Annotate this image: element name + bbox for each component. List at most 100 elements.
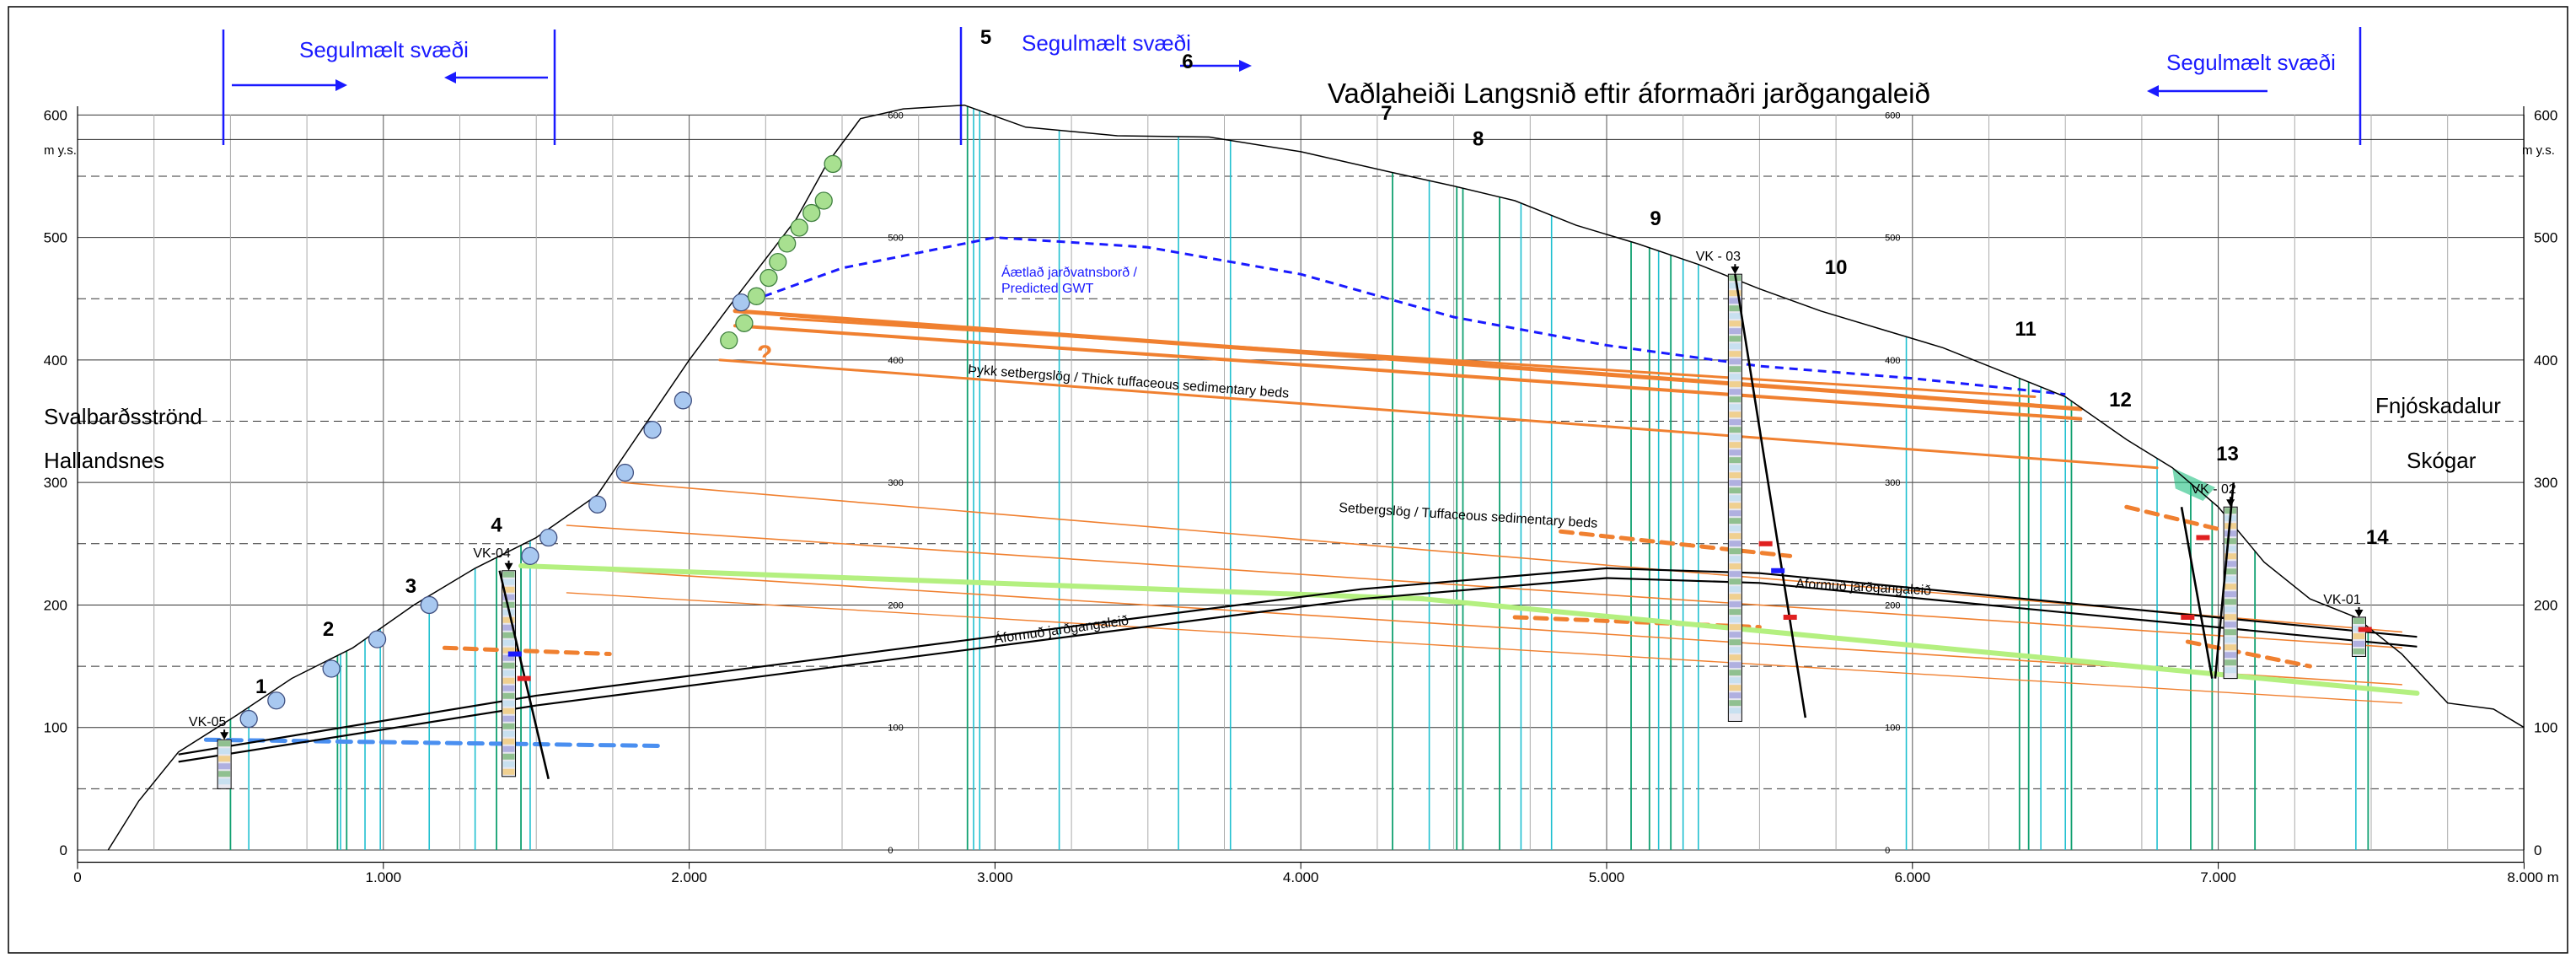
borehole-segment — [1729, 685, 1741, 691]
borehole-segment — [1729, 692, 1741, 699]
inner-scale-label: 200 — [1885, 600, 1900, 611]
outcrop-circle-green — [769, 253, 787, 272]
borehole-segment — [1729, 298, 1741, 304]
outcrop-circle-blue — [267, 691, 286, 710]
dashed-bed-mid-1 — [1559, 529, 1793, 558]
y-tick-label-right: 0 — [2534, 842, 2541, 858]
outcrop-circle-green — [802, 203, 821, 223]
borehole-segment — [502, 624, 515, 631]
borehole-segment — [1729, 601, 1741, 608]
inner-scale-label: 400 — [1885, 356, 1900, 366]
borehole-segment — [502, 639, 515, 646]
profile-number-10: 10 — [1825, 256, 1848, 279]
dashed-bed-west — [442, 645, 612, 657]
y-tick-label-right: 500 — [2534, 230, 2557, 246]
zone3-arrowhead-left — [2147, 85, 2159, 97]
borehole-segment — [1729, 525, 1741, 532]
borehole-arrowhead — [2354, 609, 2364, 617]
borehole-segment — [2224, 637, 2237, 643]
borehole-segment — [1729, 654, 1741, 661]
borehole-segment — [2353, 632, 2365, 639]
profile-number-5: 5 — [980, 26, 991, 49]
borehole-segment — [218, 740, 231, 747]
terrain-profile — [107, 104, 2525, 851]
borehole-segment — [2353, 617, 2365, 624]
x-tick-label: 0 — [73, 869, 81, 885]
borehole-marker — [2196, 535, 2210, 541]
fault-line — [2214, 482, 2235, 679]
borehole-segment — [2224, 599, 2237, 605]
chart-title: Vaðlaheiði Langsnið eftir áformaðri jarð… — [1328, 78, 1930, 109]
borehole-segment — [502, 647, 515, 654]
borehole-segment — [1729, 563, 1741, 570]
borehole-label: VK-05 — [189, 715, 227, 729]
outcrop-circle-blue — [420, 595, 438, 615]
borehole-segment — [1729, 487, 1741, 494]
outcrop-circle-green — [790, 218, 808, 237]
borehole-segment — [2224, 561, 2237, 568]
borehole-segment — [1729, 389, 1741, 395]
borehole-segment — [1729, 404, 1741, 411]
inner-scale-label: 300 — [888, 478, 903, 488]
borehole-segment — [502, 738, 515, 745]
water-level-west — [203, 737, 661, 749]
borehole-segment — [218, 763, 231, 770]
borehole-segment — [1729, 381, 1741, 388]
profile-number-12: 12 — [2109, 389, 2132, 412]
gwt-label-line2: Predicted GWT — [1001, 282, 1094, 296]
borehole-segment — [2224, 546, 2237, 552]
borehole-segment — [1729, 434, 1741, 441]
zone1-label: Segulmælt svæði — [299, 37, 469, 62]
dashed-bed-east — [2124, 504, 2221, 531]
outcrop-circles — [239, 154, 842, 729]
y-unit-left: m y.s. — [44, 143, 77, 158]
borehole-segment — [2224, 621, 2237, 628]
outcrop-circle-blue — [368, 630, 387, 648]
borehole-segment — [502, 761, 515, 767]
borehole-segment — [502, 616, 515, 623]
inner-scale-label: 600 — [888, 110, 903, 121]
profile-number-8: 8 — [1473, 128, 1484, 151]
borehole-arrowhead — [504, 562, 513, 571]
borehole-segment — [1729, 336, 1741, 342]
borehole-segment — [502, 700, 515, 707]
inner-scale-label: 600 — [1885, 110, 1900, 121]
borehole-segment — [1729, 541, 1741, 547]
inner-scale-label: 400 — [888, 356, 903, 366]
inner-scale-label: 200 — [888, 600, 903, 611]
inner-scale-label: 500 — [888, 234, 903, 244]
borehole-segment — [1729, 586, 1741, 593]
borehole-segment — [1729, 442, 1741, 449]
y-tick-label-right: 200 — [2534, 597, 2557, 613]
borehole-segment — [2224, 538, 2237, 545]
borehole-segment — [1729, 419, 1741, 426]
x-tick-label: 4.000 — [1283, 869, 1319, 885]
tunnel-line-1 — [178, 577, 2418, 763]
x-tick-label: 3.000 — [977, 869, 1013, 885]
fault-line — [2180, 506, 2214, 679]
thick-bed-1 — [733, 309, 2083, 412]
magnetic-profile-lines — [229, 106, 2369, 850]
borehole-segment — [2224, 614, 2237, 621]
borehole-label: VK-04 — [473, 546, 511, 561]
fault-line — [498, 570, 550, 780]
borehole-segment — [1729, 449, 1741, 456]
borehole-segment — [2224, 553, 2237, 560]
borehole-segment — [1729, 548, 1741, 555]
borehole-segment — [1729, 480, 1741, 487]
borehole-segment — [1729, 639, 1741, 646]
borehole-marker — [2358, 627, 2372, 632]
profile-number-6: 6 — [1182, 51, 1193, 73]
borehole-segment — [2224, 576, 2237, 583]
inner-scale-label: 0 — [888, 846, 893, 856]
borehole-segment — [1729, 320, 1741, 327]
borehole-segment — [502, 723, 515, 729]
profile-number-7: 7 — [1381, 102, 1392, 125]
outcrop-circle-green — [735, 314, 754, 332]
y-tick-label-left: 500 — [44, 230, 67, 246]
borehole-segment — [1729, 503, 1741, 509]
outcrop-circle-blue — [322, 659, 341, 678]
borehole-label: VK - 03 — [1696, 250, 1741, 264]
y-tick-label-left: 400 — [44, 352, 67, 369]
